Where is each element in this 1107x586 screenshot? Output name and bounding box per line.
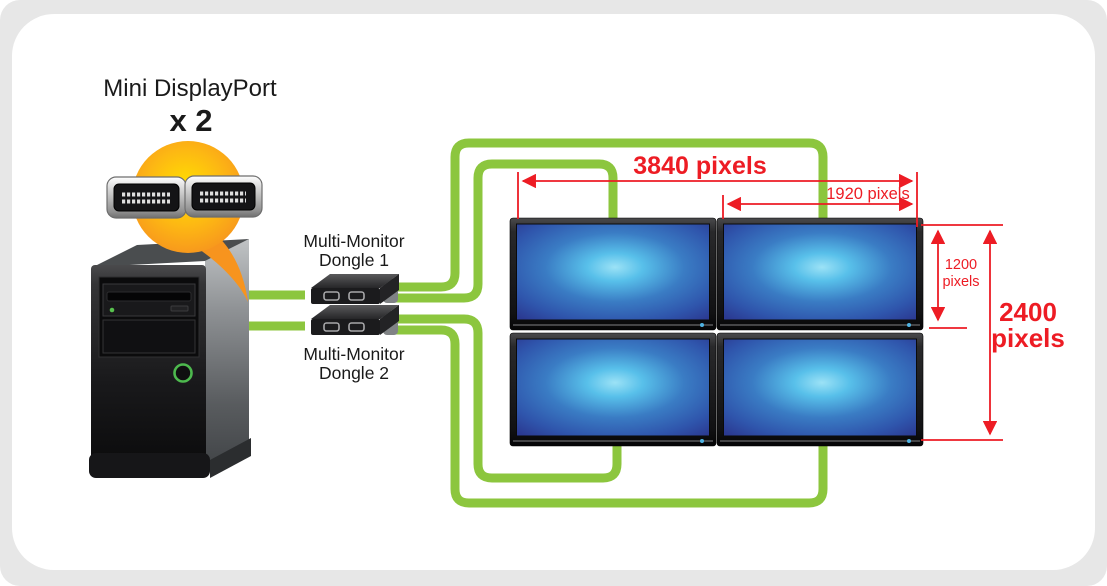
dongle-port-2 bbox=[348, 322, 365, 332]
monitor-power-led bbox=[700, 323, 704, 327]
lower-drive-bay bbox=[102, 319, 196, 354]
computer-tower bbox=[89, 239, 251, 478]
dimension-wall-height: 2400 pixels bbox=[921, 229, 1065, 441]
monitor-power-led bbox=[907, 323, 911, 327]
dongle-side bbox=[380, 274, 399, 304]
dimension-monitor-width: 1920 pixels bbox=[722, 185, 914, 219]
dongle-2 bbox=[311, 305, 399, 335]
eject-button bbox=[170, 305, 189, 312]
wall-width-label: 3840 pixels bbox=[633, 152, 766, 180]
connector-inner bbox=[113, 183, 180, 212]
monitor-screen bbox=[516, 223, 710, 321]
cable-dongle2-to-monitor-bottom-left bbox=[386, 314, 622, 483]
monitor-height-label-line-2: pixels bbox=[942, 274, 979, 290]
monitor-power-led bbox=[907, 439, 911, 443]
monitor-bottom-right bbox=[716, 332, 924, 447]
monitor-screen bbox=[516, 338, 710, 437]
tower-base bbox=[89, 453, 210, 478]
dongle-1 bbox=[311, 274, 399, 304]
dongle-side bbox=[380, 305, 399, 335]
mini-displayport-connector-1 bbox=[106, 176, 187, 219]
dongle-port-1 bbox=[323, 322, 340, 332]
monitor-width-label: 1920 pixels bbox=[826, 185, 909, 203]
tower-base-side bbox=[210, 438, 251, 478]
monitor-bottom-trim bbox=[720, 440, 920, 442]
connector-inner bbox=[191, 182, 256, 211]
dongle-1-label-line-2: Dongle 1 bbox=[319, 250, 389, 270]
monitor-wall bbox=[509, 217, 924, 447]
dongle-1-label-line-1: Multi-Monitor bbox=[303, 231, 404, 251]
monitor-bottom-trim bbox=[513, 324, 713, 326]
wall-height-label-line-1: 2400 bbox=[999, 297, 1057, 327]
mini-displayport-connector-2 bbox=[184, 175, 263, 218]
dongle-top bbox=[311, 274, 399, 288]
monitor-height-label-line-1: 1200 bbox=[945, 257, 977, 273]
cable-dongle1-to-monitor-top-left bbox=[386, 159, 618, 303]
dongle-port-1 bbox=[323, 291, 340, 301]
dimension-monitor-height: 1200 pixels bbox=[921, 224, 1003, 329]
power-button bbox=[173, 363, 193, 383]
monitor-power-led bbox=[700, 439, 704, 443]
cable-dongle1-to-monitor-top-right bbox=[386, 138, 828, 292]
optical-drive-slot bbox=[106, 291, 192, 302]
dongle-front bbox=[311, 319, 380, 335]
dimension-wall-width: 3840 pixels bbox=[517, 152, 918, 227]
dongle-2-label-line-1: Multi-Monitor bbox=[303, 344, 404, 364]
monitor-bottom-trim bbox=[720, 324, 920, 326]
monitor-bottom-trim bbox=[513, 440, 713, 442]
cable-group bbox=[234, 138, 828, 508]
drive-activity-led bbox=[109, 307, 115, 313]
wall-height-label-line-2: pixels bbox=[991, 323, 1065, 353]
dongle-port-2 bbox=[348, 291, 365, 301]
dongle-front bbox=[311, 288, 380, 304]
monitor-top-right bbox=[716, 217, 924, 331]
dongle-2-label-line-2: Dongle 2 bbox=[319, 363, 389, 383]
source-port-count-label: x 2 bbox=[169, 103, 212, 138]
monitor-bottom-left bbox=[509, 332, 717, 447]
monitor-screen bbox=[723, 223, 917, 321]
monitor-top-left bbox=[509, 217, 717, 331]
monitor-screen bbox=[723, 338, 917, 437]
tower-side-panel bbox=[205, 239, 249, 474]
dongle-top bbox=[311, 305, 399, 319]
source-port-label: Mini DisplayPort bbox=[103, 75, 277, 102]
cable-dongle2-to-monitor-bottom-right bbox=[386, 325, 828, 508]
